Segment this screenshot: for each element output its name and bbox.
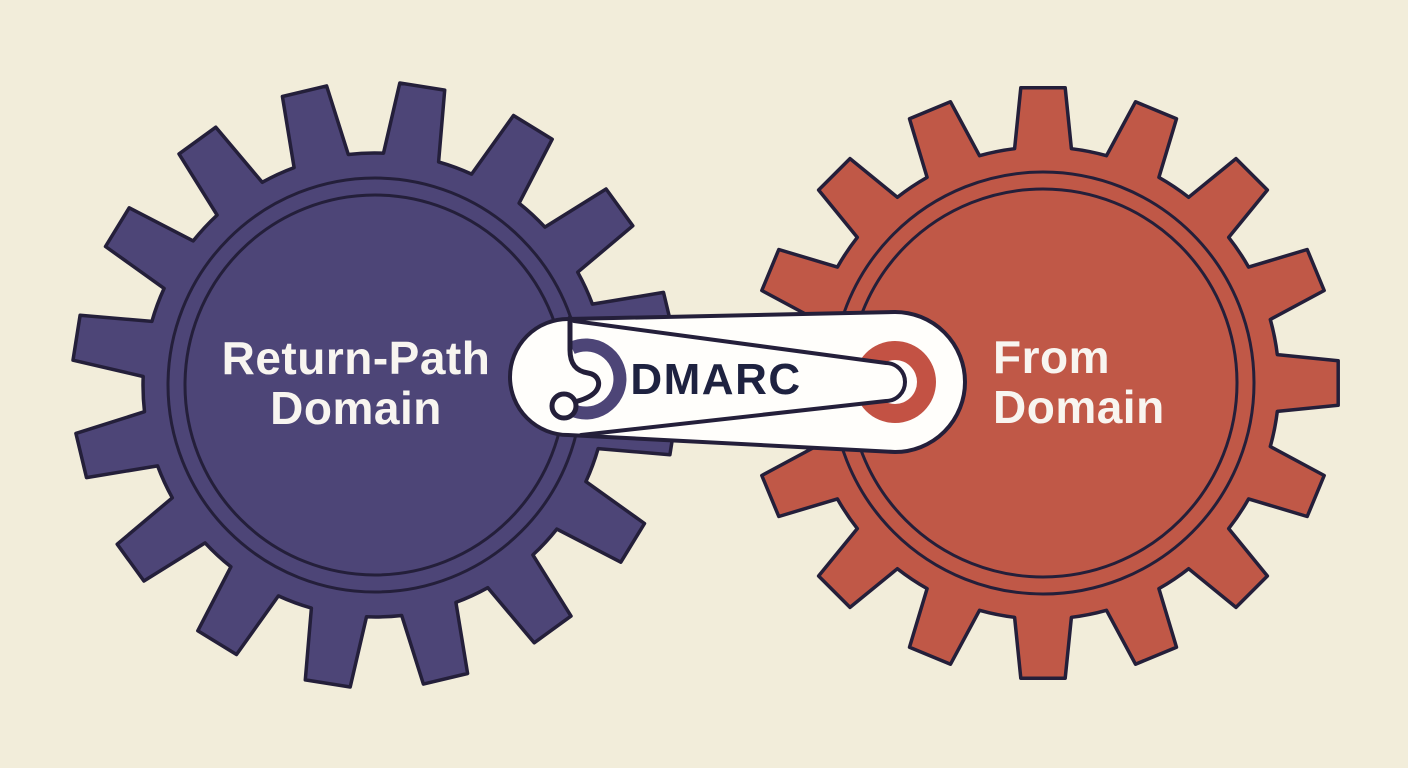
- link-hook: [567, 315, 602, 404]
- link-left-accent-arc: [569, 338, 627, 420]
- right-gear-label-line1: From: [993, 331, 1110, 383]
- right-gear-label-line2: Domain: [993, 381, 1165, 433]
- left-gear-body: [71, 81, 679, 689]
- dmarc-link: DMARC: [508, 310, 967, 454]
- left-gear-label-line1: Return-Path: [222, 332, 491, 384]
- link-plate-outline: [572, 319, 907, 437]
- left-gear-label-line2: Domain: [270, 382, 442, 434]
- link-hook-eyelet: [549, 391, 579, 421]
- link-label: DMARC: [630, 355, 801, 404]
- left-gear: Return-Path Domain: [71, 81, 679, 689]
